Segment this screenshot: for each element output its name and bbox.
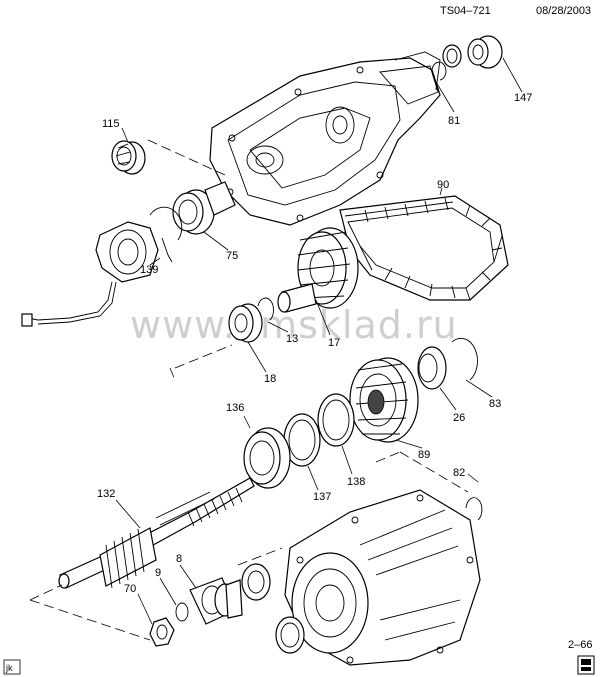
- callout-147: 147: [514, 92, 532, 104]
- callout-115: 115: [102, 118, 120, 130]
- part-8-cover-plate: [189, 577, 243, 625]
- part-115-bearing: [111, 140, 146, 175]
- callout-82: 82: [453, 467, 465, 479]
- part-83-snap-ring: [451, 337, 478, 381]
- part-82-snap-ring: [465, 497, 483, 521]
- callout-81: 81: [448, 115, 460, 127]
- callout-90: 90: [437, 179, 449, 191]
- part-89-gear: [349, 357, 419, 443]
- part-70-nut: [149, 617, 175, 647]
- callout-18: 18: [264, 373, 276, 385]
- part-137-ring: [283, 413, 321, 467]
- callout-75: 75: [226, 250, 238, 262]
- callout-136: 136: [226, 402, 244, 414]
- part-26-thrust-washer: [417, 346, 447, 390]
- callout-89: 89: [418, 449, 430, 461]
- callout-17: 17: [328, 337, 340, 349]
- part-9-o-ring: [175, 602, 189, 622]
- rear-bearing: [241, 563, 271, 601]
- callout-83: 83: [489, 398, 501, 410]
- part-13-snap-ring: [257, 297, 274, 321]
- publisher-logo-icon: [577, 655, 595, 675]
- diagram-date: 08/28/2003: [536, 5, 591, 17]
- rear-output-seal: [275, 616, 305, 654]
- callout-9: 9: [155, 567, 161, 579]
- page-number: 2–66: [568, 639, 592, 651]
- callout-26: 26: [453, 412, 465, 424]
- callout-139: 139: [140, 264, 158, 276]
- callout-132: 132: [97, 488, 115, 500]
- front-case-half: [209, 51, 441, 226]
- callout-8: 8: [176, 553, 182, 565]
- part-136-seal: [243, 427, 291, 489]
- part-18-bearing: [228, 303, 263, 343]
- diagram-ref: TS04–721: [440, 5, 491, 17]
- part-139-sensor-housing: [21, 206, 183, 327]
- part-75-bearing: [172, 181, 236, 235]
- part-138-ring: [317, 393, 355, 447]
- callout-138: 138: [347, 476, 365, 488]
- part-147-seal: [442, 35, 503, 69]
- part-17-drive-sprocket: [277, 227, 359, 313]
- callout-137: 137: [313, 491, 331, 503]
- part-90-chain: [339, 195, 509, 301]
- callout-70: 70: [124, 583, 136, 595]
- corner-tag: jk: [5, 663, 13, 673]
- part-81-snap-ring: [431, 61, 447, 81]
- callout-13: 13: [286, 333, 298, 345]
- rear-case-half: [284, 489, 481, 666]
- corner-tag-box: [3, 659, 21, 675]
- part-132-main-shaft: [58, 477, 255, 589]
